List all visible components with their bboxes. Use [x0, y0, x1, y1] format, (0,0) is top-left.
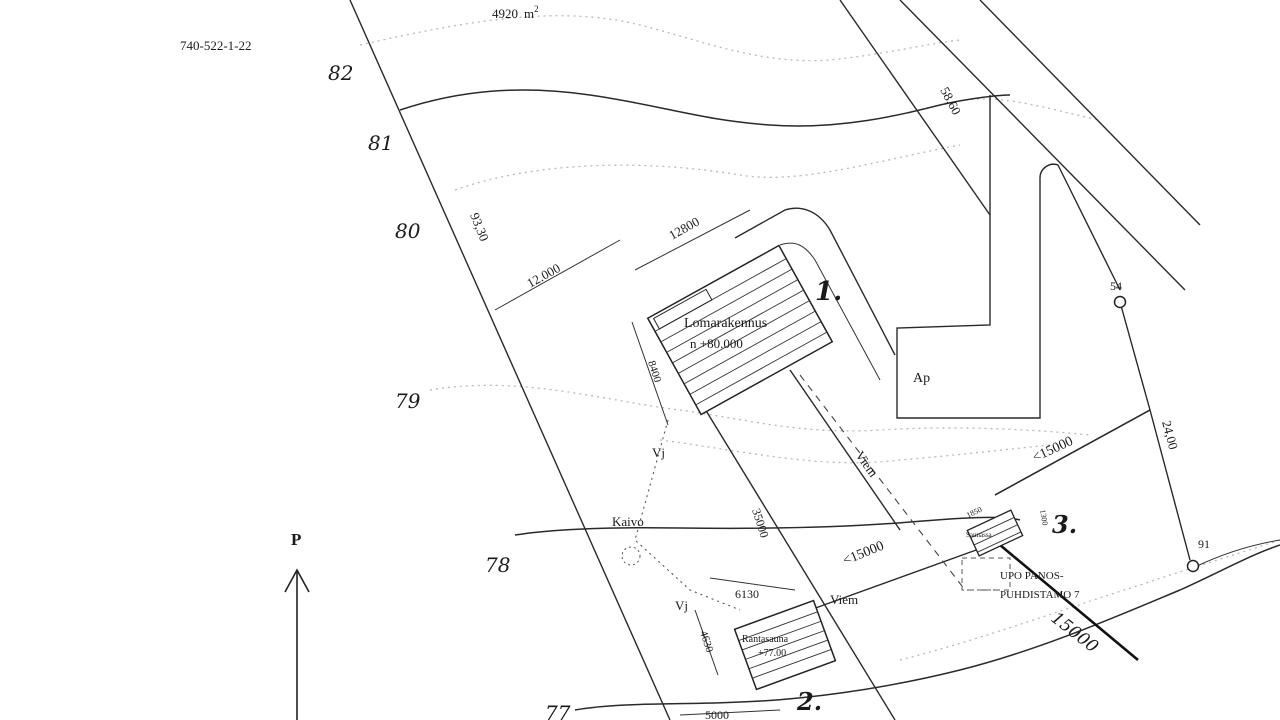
boundary-line-inner: [679, 367, 896, 720]
dim-upper-distance: <15000: [1030, 434, 1075, 466]
driveway-curve: [734, 207, 896, 356]
point-label-91: 91: [1198, 537, 1210, 551]
dim-left-boundary: 93,30: [467, 211, 492, 244]
survey-point-54: [1113, 295, 1127, 309]
dim-right-edge: 24,00: [1159, 419, 1181, 451]
water-label-2: Vj: [675, 598, 688, 613]
dim-setback: 12.000: [524, 260, 563, 290]
parking-label: Ap: [913, 371, 930, 386]
dim-bottom: 5000: [705, 708, 729, 720]
road-line-3: [979, 0, 1201, 226]
sewer-label-2: Viem: [830, 592, 858, 607]
building-2-name: Rantasauna: [742, 634, 789, 645]
contour-79: [429, 384, 1091, 436]
driveway-curve-inner: [779, 242, 881, 381]
boundary-line-mid: [789, 369, 901, 531]
road-line-2: [899, 0, 1186, 291]
well-label: Kaivo: [612, 514, 644, 529]
dim-bottom-line: [679, 709, 781, 716]
building-1-number: 1.: [815, 277, 842, 307]
treatment-label-2: PUHDISTAMO 7: [1000, 589, 1080, 601]
building-3: [966, 509, 1024, 557]
boundary-line-outer: [349, 0, 671, 720]
contour-label-80: 80: [395, 219, 421, 243]
building-2-level: +77.00: [758, 648, 786, 659]
parcel-id: 740-522-1-22: [180, 38, 252, 53]
road-line-1: [839, 0, 991, 216]
dim-b2-width-line: [709, 577, 796, 591]
building-2: [733, 599, 837, 691]
treatment-label-1: UPO PANOS-: [1000, 570, 1064, 582]
point-label-54: 54: [1110, 279, 1122, 293]
contour-81: [399, 89, 1011, 127]
contour-label-82: 82: [328, 61, 353, 85]
dim-lower-distance: <15000: [841, 539, 886, 569]
sewer-label-1: Viem: [853, 448, 881, 480]
building-3-number: 3.: [1052, 510, 1077, 539]
north-label: P: [291, 530, 301, 549]
dim-sauna-h: 1300: [1038, 509, 1050, 526]
right-edge-line: [1194, 539, 1280, 568]
contour-faint-mid: [659, 439, 1051, 464]
dim-b2-width: 6130: [735, 587, 759, 601]
north-arrow-head: [284, 568, 310, 593]
dim-b1-width-line: [634, 209, 751, 271]
driveway-outline: [896, 95, 1121, 419]
contour-label-81: 81: [368, 131, 393, 155]
dim-pipe-length: 15000: [1047, 608, 1102, 657]
pipe-line: [999, 544, 1139, 661]
survey-point-91: [1186, 559, 1200, 573]
dim-lower-line: [809, 544, 991, 611]
contour-82: [359, 15, 961, 62]
water-label-1: Vj: [652, 445, 665, 460]
contour-label-77: 77: [545, 701, 571, 720]
building-1-level: n +80.000: [690, 336, 743, 351]
dim-upper-line: [994, 409, 1151, 496]
area-unit: m: [524, 6, 534, 21]
dim-b2-depth: 4630: [697, 629, 715, 654]
contour-80-faint: [454, 144, 961, 191]
area-exponent: 2: [534, 4, 539, 14]
building-1-hatch: [654, 258, 828, 406]
area-label: 4920 m2: [492, 4, 539, 21]
dim-setback-line: [494, 239, 621, 311]
dim-b2-depth-line: [694, 609, 719, 676]
building-1-name: Lomarakennus: [684, 316, 767, 331]
contour-77: [574, 544, 1280, 711]
building-3-name: Saunassa: [966, 531, 993, 539]
contour-78: [514, 516, 1021, 536]
building-2-number: 2.: [796, 687, 822, 716]
contour-label-79: 79: [395, 389, 421, 413]
contour-faint-right: [964, 98, 1101, 121]
area-value: 4920: [492, 6, 518, 21]
sewer-line-dashed: [799, 374, 1000, 591]
contour-label-78: 78: [485, 553, 510, 577]
well-circle: [621, 546, 641, 566]
water-line-dotted: [634, 419, 741, 611]
dim-b1-depth-line: [631, 321, 669, 426]
right-boundary: [1119, 301, 1191, 561]
treatment-plant-outline: [961, 557, 1011, 591]
dim-b1-depth: 8400: [645, 359, 663, 384]
building-1: [646, 244, 834, 416]
dim-road-edge: 58,60: [937, 84, 964, 117]
